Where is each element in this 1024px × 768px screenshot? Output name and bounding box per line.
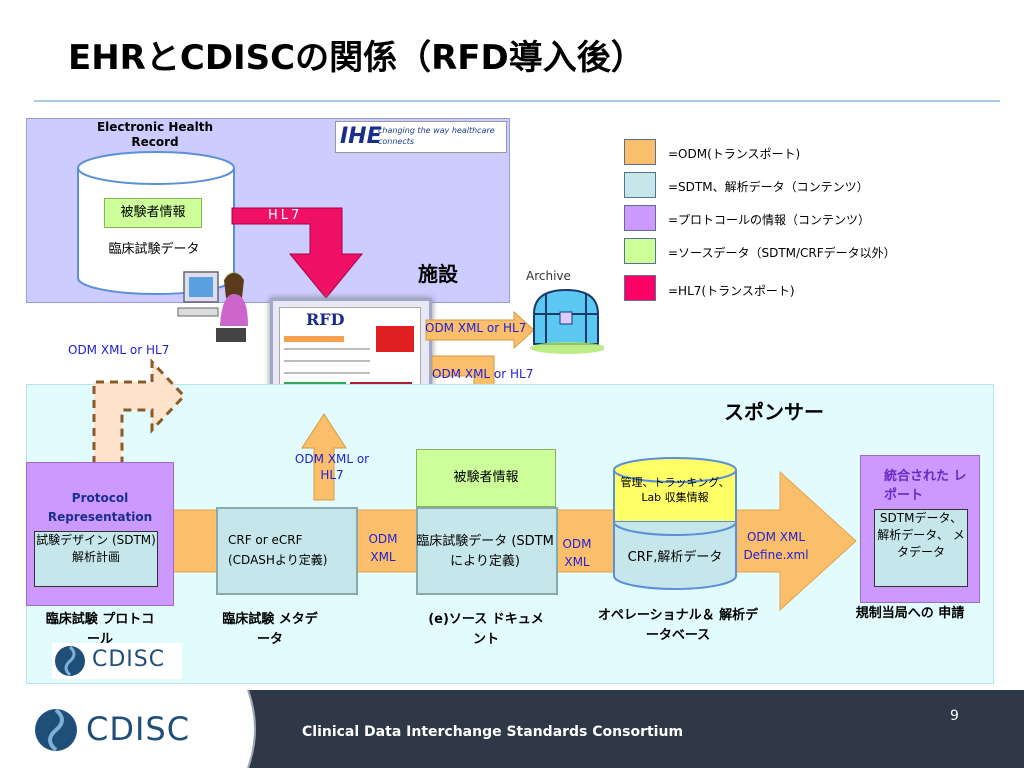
rfd-label: RFD (306, 310, 345, 329)
hl7-arrow (231, 207, 364, 299)
operational-database (613, 457, 737, 590)
footer-curve (200, 690, 256, 768)
sponsor-label: スポンサー (724, 400, 824, 424)
esource-caption: (e)ソース ドキュメント (428, 612, 544, 647)
report-content: SDTMデータ、 解析データ、 メタデータ (874, 509, 968, 587)
odm-down-label: ODM XML or HL7 (432, 367, 534, 381)
footer-cdisc-logo: CDISC (86, 710, 191, 748)
legend-label-source: =ソースデータ（SDTM/CRFデータ以外） (668, 246, 896, 260)
protocol-odm-arrow (92, 358, 187, 466)
legend-label-sdtm: =SDTM、解析データ（コンテンツ） (668, 180, 869, 194)
facility-label: 施設 (418, 262, 458, 286)
cdisc-logo-icon (35, 708, 77, 752)
legend-swatch-sdtm (624, 172, 656, 198)
odm-protocol-label: ODM XML or HL7 (68, 343, 170, 357)
ehr-label: Electronic Health Record (96, 120, 214, 149)
ehr-subject-info: 被験者情報 (104, 198, 202, 228)
protocol-header: Protocol Representation (47, 491, 153, 524)
archive-chest-icon (530, 288, 604, 354)
ehr-clinical-data: 臨床試験データ (108, 242, 200, 257)
footer-text: Clinical Data Interchange Standards Cons… (302, 724, 684, 740)
legend-swatch-source (624, 238, 656, 264)
odm-xml-label-2: ODM XML (562, 537, 592, 569)
archive-label: Archive (526, 269, 571, 283)
operational-caption: オペレーショナル＆ 解析データベース (597, 608, 759, 643)
footer-band (248, 690, 1024, 768)
page-title: EHRとCDISCの関係（RFD導入後） (68, 38, 645, 78)
crf-box (216, 507, 358, 595)
legend-label-protocol: =プロトコールの情報（コンテンツ） (668, 213, 871, 227)
odm-up-label: ODM XML or HL7 (294, 452, 370, 482)
protocol-content: 試験デザイン (SDTM) 解析計画 (34, 531, 158, 587)
esource-subject-info: 被験者情報 (416, 449, 556, 507)
hl7-arrow-label: HL7 (268, 208, 303, 223)
cdisc-small-logo: CDISC (52, 643, 182, 679)
crf-content: CRF or eCRF (CDASHより定義) (228, 533, 328, 567)
odm-to-archive-label: ODM XML or HL7 (425, 321, 527, 335)
odm-xml-label-1: ODM XML (368, 532, 398, 564)
esource-content: 臨床試験データ (SDTMにより定義) (416, 534, 554, 569)
title-divider (34, 100, 1000, 102)
person-computer-icon (177, 271, 248, 342)
odm-up-arrow (301, 413, 347, 501)
legend-label-hl7: =HL7(トランスポート) (668, 284, 795, 298)
ihe-logo: IHE changing the way healthcare connects (335, 121, 507, 153)
page-number: 9 (950, 708, 959, 724)
crf-caption: 臨床試験 メタデータ (222, 612, 318, 647)
report-caption: 規制当局への 申請 (855, 606, 965, 621)
legend-swatch-odm (624, 139, 656, 165)
legend-swatch-hl7 (624, 275, 656, 301)
esource-box (416, 507, 558, 595)
odm-define-label: ODM XML Define.xml (743, 530, 809, 562)
operational-db-top: 管理、トラッキング、Lab 収集情報 (620, 476, 730, 504)
cdisc-small-logo-icon (55, 645, 85, 677)
legend-swatch-protocol (624, 205, 656, 231)
report-header: 統合された レポート (884, 469, 967, 503)
legend-label-odm: =ODM(トランスポート) (668, 147, 801, 161)
operational-content: CRF,解析データ (627, 550, 723, 565)
